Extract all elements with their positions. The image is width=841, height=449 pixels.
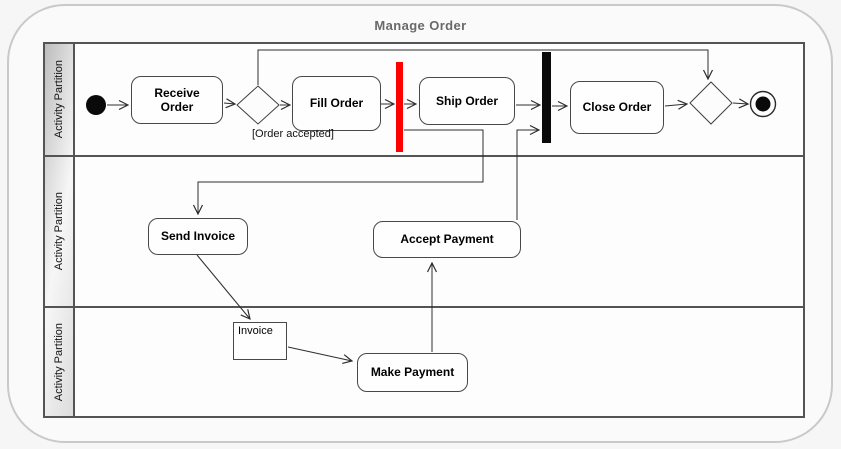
partition-header-column: Activity Partition Activity Partition Ac… <box>45 44 75 416</box>
diagram-title: Manage Order <box>374 18 467 33</box>
action-close-order: Close Order <box>570 81 664 134</box>
action-accept-payment: Accept Payment <box>373 221 521 258</box>
partition-header-1: Activity Partition <box>45 44 73 155</box>
partition-label-2: Activity Partition <box>53 192 65 271</box>
action-fill-order: Fill Order <box>292 76 381 131</box>
partition-label-1: Activity Partition <box>53 60 65 139</box>
action-fill-order-label: Fill Order <box>309 96 364 111</box>
action-make-payment: Make Payment <box>357 353 468 392</box>
object-node-invoice-label: Invoice <box>238 325 273 337</box>
action-send-invoice: Send Invoice <box>148 218 248 255</box>
action-receive-order-label: Receive Order <box>154 85 200 114</box>
guard-order-accepted: [Order accepted] <box>252 128 334 140</box>
partition-header-2: Activity Partition <box>45 157 73 306</box>
object-node-invoice: Invoice <box>233 322 287 360</box>
lane-divider-1 <box>45 155 803 157</box>
action-make-payment-label: Make Payment <box>370 365 455 380</box>
partition-header-3: Activity Partition <box>45 308 73 416</box>
action-send-invoice-label: Send Invoice <box>160 229 236 244</box>
action-close-order-label: Close Order <box>582 100 652 115</box>
action-receive-order: Receive Order <box>131 76 223 124</box>
lane-divider-2 <box>45 306 803 308</box>
action-ship-order: Ship Order <box>419 77 515 125</box>
partition-label-3: Activity Partition <box>53 322 65 402</box>
action-ship-order-label: Ship Order <box>435 93 498 108</box>
action-accept-payment-label: Accept Payment <box>400 232 494 247</box>
